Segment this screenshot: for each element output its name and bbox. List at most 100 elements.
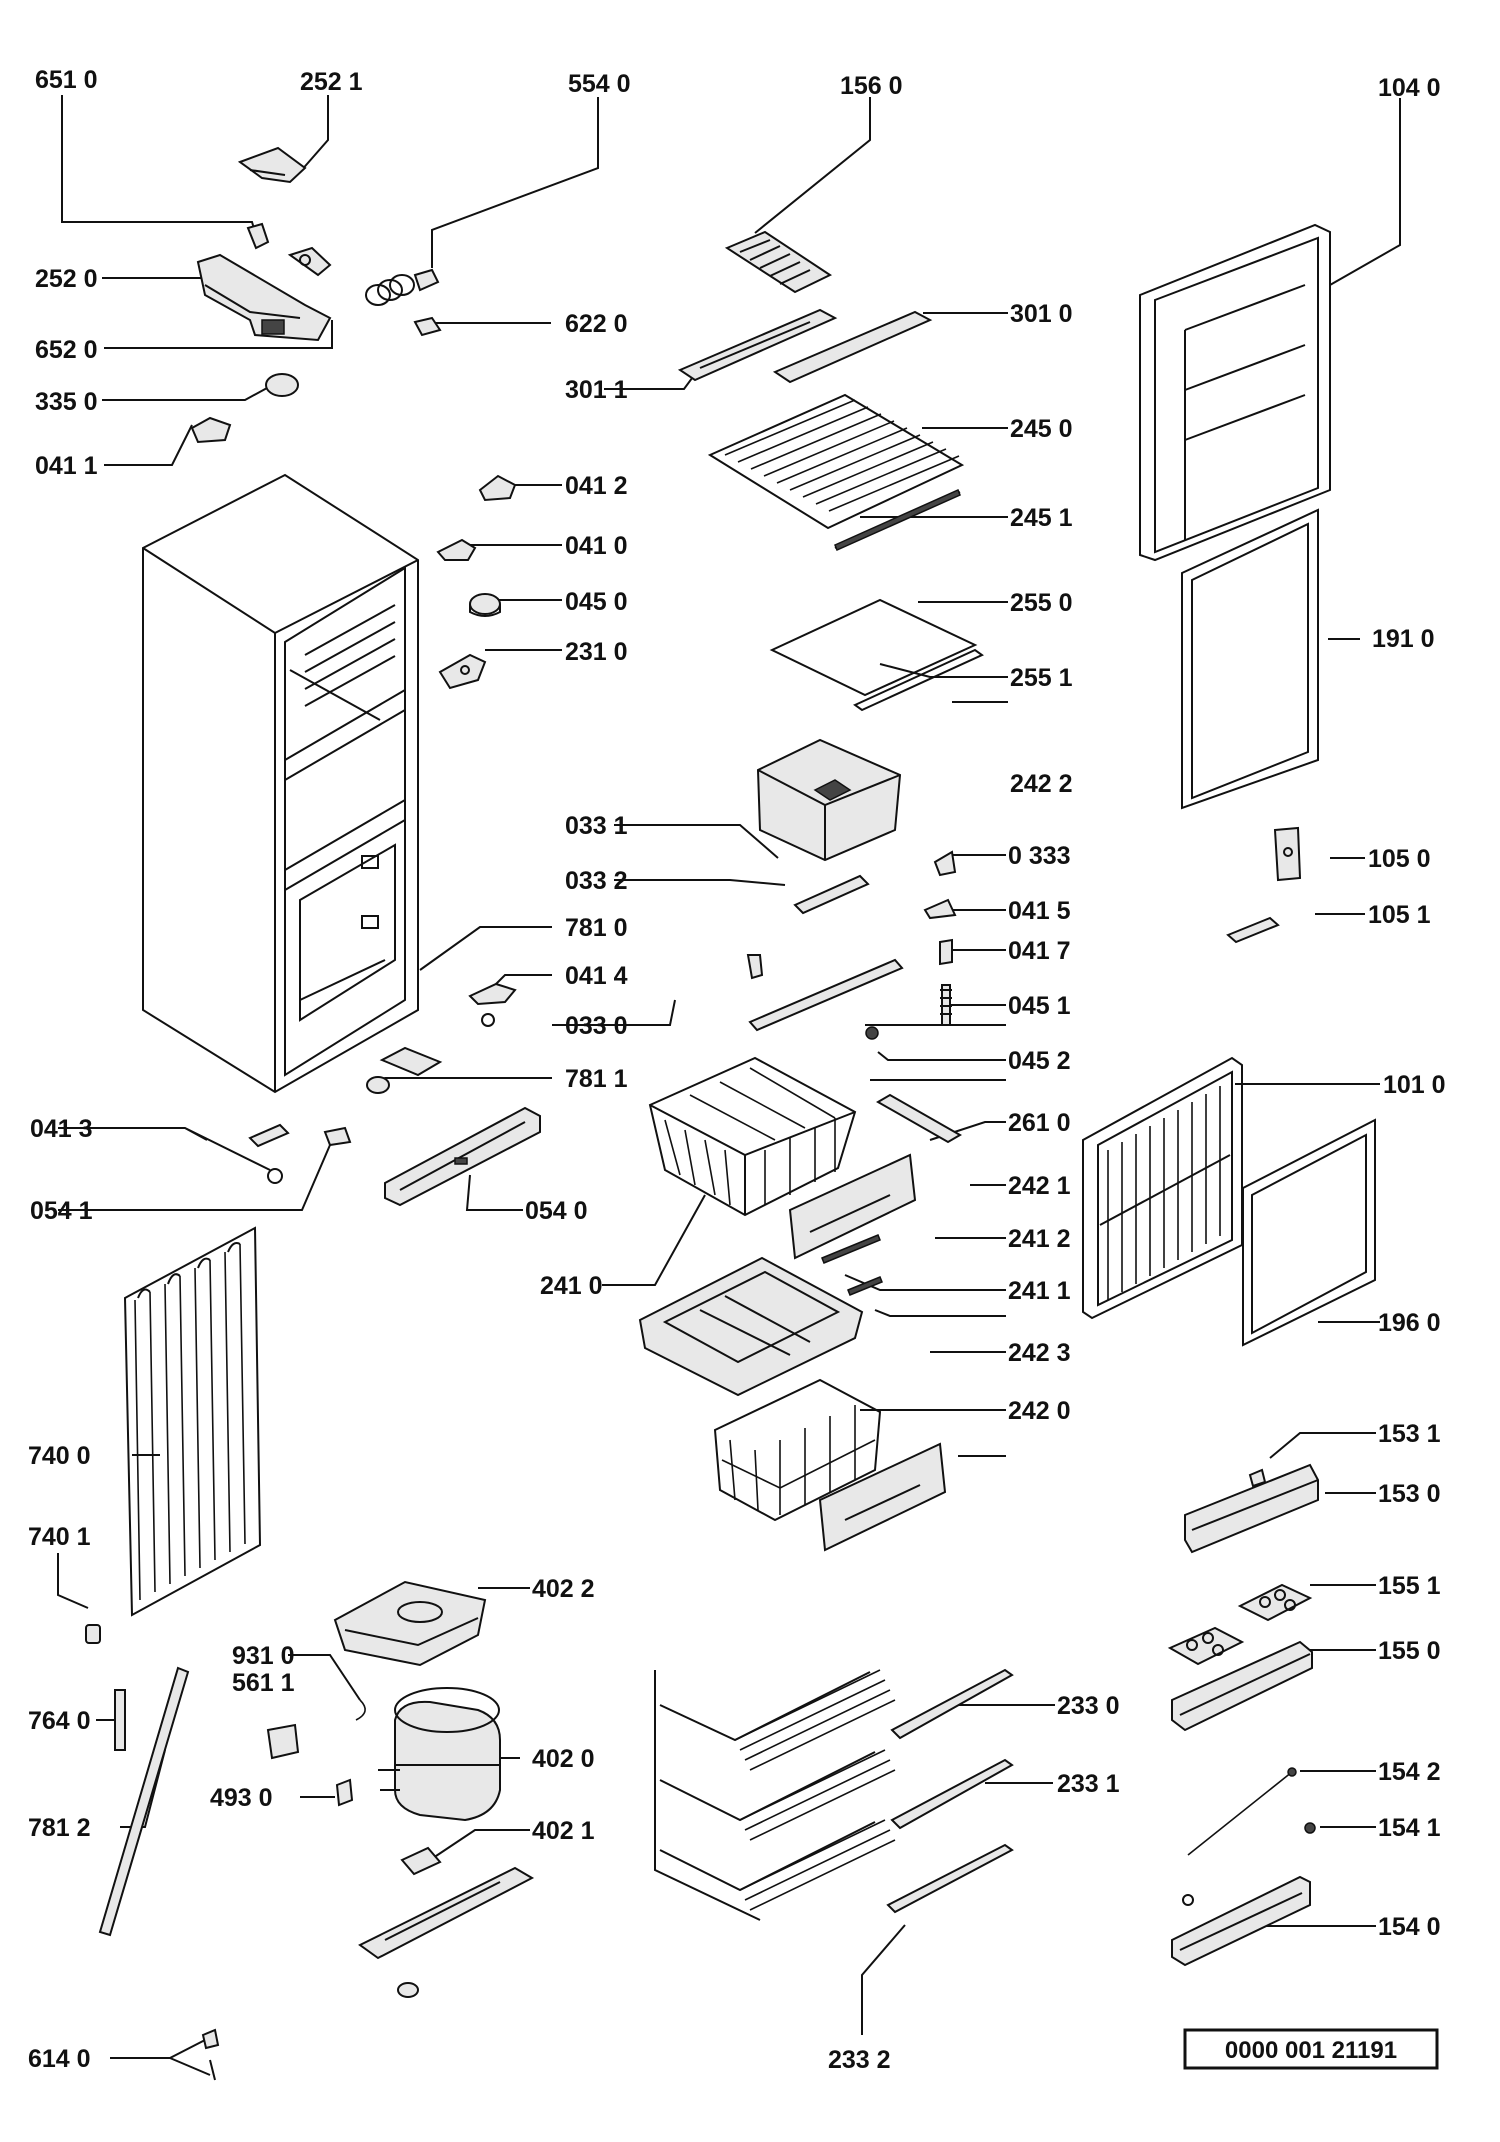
- shelf-trim-3011: [677, 308, 838, 382]
- bracket-part-0412: [478, 474, 517, 502]
- label-0417: 041 7: [1008, 937, 1071, 965]
- sensor-part-6140: [201, 2028, 220, 2081]
- label-7810: 781 0: [565, 914, 628, 942]
- label-2551: 255 1: [1010, 664, 1073, 692]
- label-0332: 033 2: [565, 867, 628, 895]
- label-0412: 041 2: [565, 472, 628, 500]
- glass-shelf-trim: [853, 648, 984, 712]
- freezer-gasket-1960: [1242, 1118, 1376, 1347]
- spring-part-0451: [940, 984, 952, 1026]
- label-6220: 622 0: [565, 310, 628, 338]
- freezer-basket-2420: [713, 1378, 882, 1522]
- label-4021: 402 1: [532, 1817, 595, 1845]
- label-7640: 764 0: [28, 1707, 91, 1735]
- label-0333: 0 333: [1008, 842, 1071, 870]
- drawer-front-2421: [788, 1153, 917, 1260]
- label-1530: 153 0: [1378, 1480, 1441, 1508]
- label-5611: 561 1: [232, 1669, 295, 1697]
- label-1910: 191 0: [1372, 625, 1435, 653]
- bracket-part-2310: [438, 653, 487, 690]
- label-4022: 402 2: [532, 1575, 595, 1603]
- door-shelf-1550: [1171, 1640, 1313, 1732]
- foot-part: [397, 1982, 419, 1998]
- clip-part-1531: [1248, 1468, 1267, 1488]
- label-7812: 781 2: [28, 1814, 91, 1842]
- freezer-door-1010: [1082, 1056, 1243, 1320]
- door-shelf-1530: [1184, 1463, 1319, 1554]
- label-1551: 155 1: [1378, 1572, 1441, 1600]
- egg-tray-1550: [1167, 1626, 1245, 1666]
- handle-part-2412: [821, 1234, 881, 1264]
- wire-basket-2410: [648, 1056, 857, 1217]
- label-3011: 301 1: [565, 376, 628, 404]
- label-5540: 554 0: [568, 70, 631, 98]
- label-2451: 245 1: [1010, 504, 1073, 532]
- label-2411: 241 1: [1008, 1277, 1071, 1305]
- label-1010: 101 0: [1383, 1071, 1446, 1099]
- screw-part-1541: [1304, 1822, 1316, 1834]
- label-0413: 041 3: [30, 1115, 93, 1143]
- rail-clip-0332: [746, 954, 764, 980]
- rail-part-0331: [793, 874, 870, 915]
- label-2423: 242 3: [1008, 1339, 1071, 1367]
- label-0414: 041 4: [565, 962, 628, 990]
- lamp-cover-part: [265, 373, 299, 397]
- thermostat-knob-part: [287, 246, 332, 277]
- hinge-part-1051: [1226, 916, 1280, 944]
- relay-part-5611: [266, 1723, 300, 1760]
- rail-part-2330: [890, 1668, 1014, 1740]
- wire-part-9310: [355, 1699, 366, 1721]
- thermostat-housing-part: [196, 253, 332, 342]
- label-2330: 233 0: [1057, 1692, 1120, 1720]
- clip-part-0415: [923, 898, 957, 920]
- label-0410: 041 0: [565, 532, 628, 560]
- bracket-part-0414: [468, 982, 517, 1027]
- label-2331: 233 1: [1057, 1770, 1120, 1798]
- label-2520: 252 0: [35, 265, 98, 293]
- bracket-part-0411: [190, 416, 232, 444]
- control-panel-0540: [384, 1106, 541, 1207]
- label-2422: 242 2: [1010, 770, 1073, 798]
- label-1540: 154 0: [1378, 1913, 1441, 1941]
- condenser-coil-7400: [123, 1226, 262, 1617]
- label-1040: 104 0: [1378, 74, 1441, 102]
- handle-part-2411: [847, 1276, 883, 1296]
- reference-number: 0000 001 21191: [1225, 2037, 1397, 2064]
- evaporator-shelves: [654, 1669, 896, 1921]
- label-0331: 033 1: [565, 812, 628, 840]
- screw-part-0452: [865, 1026, 879, 1040]
- wire-part-1542: [1187, 1767, 1297, 1856]
- glass-shelf-part: [769, 598, 978, 697]
- label-0541: 054 1: [30, 1197, 93, 1225]
- part-labels: 651 0 252 1 554 0 156 0 104 0 252 0 301 …: [28, 66, 1446, 2074]
- filter-part-7401: [85, 1624, 101, 1644]
- part-7811: [366, 1076, 390, 1094]
- label-1960: 196 0: [1378, 1309, 1441, 1337]
- label-1542: 154 2: [1378, 1758, 1441, 1786]
- drawer-front-2420: [818, 1442, 947, 1552]
- freezer-tray-2423: [638, 1256, 864, 1397]
- label-2420: 242 0: [1008, 1397, 1071, 1425]
- rail-part-0330: [748, 958, 904, 1032]
- label-3350: 335 0: [35, 388, 98, 416]
- label-4020: 402 0: [532, 1745, 595, 1773]
- label-0451: 045 1: [1008, 992, 1071, 1020]
- fridge-door-1040: [1139, 223, 1331, 562]
- label-2610: 261 0: [1008, 1109, 1071, 1137]
- label-2450: 245 0: [1010, 415, 1073, 443]
- reference-box: 0000 001 21191: [1183, 2028, 1439, 2070]
- rail-part-2331: [890, 1758, 1014, 1830]
- label-1051: 105 1: [1368, 901, 1431, 929]
- label-2412: 241 2: [1008, 1225, 1071, 1253]
- label-1560: 156 0: [840, 72, 903, 100]
- label-9310: 931 0: [232, 1642, 295, 1670]
- cap-part-0450: [469, 593, 501, 617]
- label-1050: 105 0: [1368, 845, 1431, 873]
- drip-tray-4022: [333, 1580, 487, 1667]
- drain-tube-7812: [98, 1666, 190, 1937]
- label-2550: 255 0: [1010, 589, 1073, 617]
- label-0540: 054 0: [525, 1197, 588, 1225]
- label-2332: 233 2: [828, 2046, 891, 2074]
- label-4930: 493 0: [210, 1784, 273, 1812]
